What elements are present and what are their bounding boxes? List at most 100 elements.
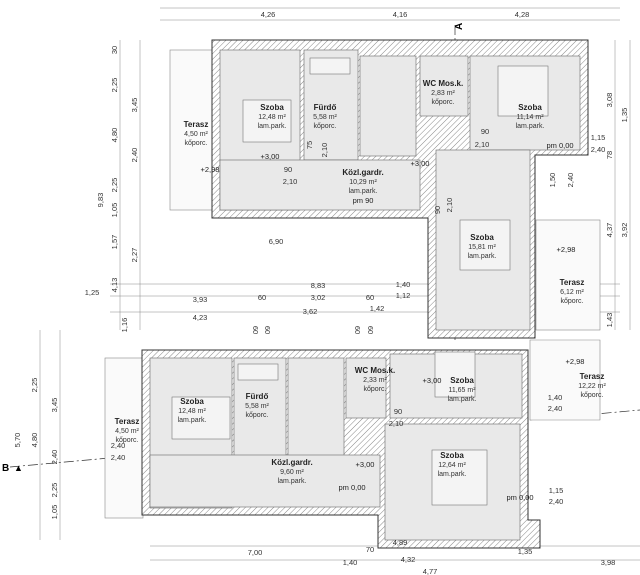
svg-text:Terasz: Terasz: [560, 278, 585, 287]
svg-text:2,25: 2,25: [110, 78, 119, 93]
svg-text:2,40: 2,40: [111, 441, 126, 450]
room-label: Szoba 12,48 m² lam.park.: [258, 103, 287, 130]
svg-text:WC Mos.k.: WC Mos.k.: [423, 79, 463, 88]
room-label: Terasz 12,22 m² kőporc.: [578, 372, 606, 399]
right-dimensions: 3,08 1,35 78 3,92 4,37 1,43 1,15 2,40: [591, 93, 629, 328]
svg-text:2,40: 2,40: [566, 173, 575, 188]
svg-text:4,80: 4,80: [110, 128, 119, 143]
dimension-label: 1,35: [518, 547, 533, 556]
svg-text:78: 78: [605, 151, 614, 159]
room-label: Szoba 15,81 m² lam.park.: [468, 233, 497, 260]
dimension-label: 4,26: [261, 10, 276, 19]
svg-text:1,50: 1,50: [548, 173, 557, 188]
svg-text:10,29 m²: 10,29 m²: [349, 179, 377, 186]
svg-text:12,48 m²: 12,48 m²: [258, 114, 286, 121]
svg-text:kőporc.: kőporc.: [364, 386, 387, 393]
svg-text:4,80: 4,80: [30, 433, 39, 448]
svg-text:Terasz: Terasz: [184, 120, 209, 129]
svg-text:2,40: 2,40: [50, 450, 59, 465]
dimension-label: 4,23: [193, 313, 208, 322]
svg-text:Szoba: Szoba: [260, 103, 284, 112]
svg-text:2,83 m²: 2,83 m²: [431, 90, 455, 97]
svg-text:Szoba: Szoba: [470, 233, 494, 242]
dimension-label: 7,00: [248, 548, 263, 557]
dimension-label: 60: [366, 293, 374, 302]
svg-text:lam.park.: lam.park.: [448, 396, 477, 403]
dimension-label: 4,89: [393, 538, 408, 547]
room-label: Szoba 11,65 m² lam.park.: [448, 376, 477, 403]
dimension-label: 70: [366, 545, 374, 554]
terrace-right-bottom: [529, 339, 601, 421]
svg-text:2,40: 2,40: [130, 148, 139, 163]
svg-text:Szoba: Szoba: [450, 376, 474, 385]
marker-arrow-icon: ▲: [14, 463, 23, 473]
svg-text:2,10: 2,10: [445, 198, 454, 213]
dimension-label: 4,32: [401, 555, 416, 564]
svg-text:4,50 m²: 4,50 m²: [115, 428, 139, 435]
room-label: Fürdő 5,58 m² kőporc.: [245, 392, 269, 419]
level-mark: +2,98: [557, 245, 576, 254]
terrace-left-top: [169, 49, 213, 211]
left-dimensions: 30 2,25 3,45 4,80 9,83 2,40 2,25 1,05 1,…: [13, 46, 139, 519]
svg-text:12,22 m²: 12,22 m²: [578, 383, 606, 390]
svg-text:Szoba: Szoba: [518, 103, 542, 112]
svg-text:2,40: 2,40: [549, 497, 564, 506]
svg-text:12,48 m²: 12,48 m²: [178, 408, 206, 415]
svg-text:90: 90: [433, 206, 442, 214]
svg-text:6,12 m²: 6,12 m²: [560, 289, 584, 296]
svg-text:3,45: 3,45: [50, 398, 59, 413]
level-mark: +3,00: [423, 376, 442, 385]
svg-text:kőporc.: kőporc.: [185, 140, 208, 147]
dimension-label: 1,12: [396, 291, 411, 300]
room-label: Közl.gardr. 10,29 m² lam.park. pm 90: [342, 168, 383, 205]
svg-text:Szoba: Szoba: [180, 397, 204, 406]
svg-text:Terasz: Terasz: [115, 417, 140, 426]
svg-text:2,40: 2,40: [111, 453, 126, 462]
svg-text:11,14 m²: 11,14 m²: [516, 114, 544, 121]
svg-text:1,40: 1,40: [548, 393, 563, 402]
dimension-label: 1,25: [85, 288, 100, 297]
section-marker-b: B: [2, 463, 9, 474]
room-label: WC Mos.k. 2,33 m² kőporc.: [355, 366, 395, 393]
dimension-label: 3,93: [193, 295, 208, 304]
svg-text:90: 90: [284, 165, 292, 174]
svg-text:lam.park.: lam.park.: [468, 253, 497, 260]
dimension-label: 3,62: [303, 307, 318, 316]
svg-text:12,64 m²: 12,64 m²: [438, 462, 466, 469]
svg-text:Fürdő: Fürdő: [246, 392, 269, 401]
svg-text:4,37: 4,37: [605, 223, 614, 238]
dimension-label: 1,40: [396, 280, 411, 289]
level-mark: +3,00: [356, 460, 375, 469]
svg-text:1,15: 1,15: [549, 486, 564, 495]
svg-text:Terasz: Terasz: [580, 372, 605, 381]
svg-text:9,83: 9,83: [96, 193, 105, 208]
dimension-label: 3,02: [311, 293, 326, 302]
svg-text:kőporc.: kőporc.: [246, 412, 269, 419]
room-label: Szoba 12,48 m² lam.park.: [178, 397, 207, 424]
dimension-label: 8,83: [311, 281, 326, 290]
svg-text:Fürdő: Fürdő: [314, 103, 337, 112]
svg-text:75: 75: [305, 141, 314, 149]
room-label: Szoba 11,14 m² lam.park.: [516, 103, 545, 130]
dimension-label: 60: [258, 293, 266, 302]
svg-text:2,33 m²: 2,33 m²: [363, 377, 387, 384]
svg-text:3,92: 3,92: [620, 223, 629, 238]
svg-text:2,40: 2,40: [548, 404, 563, 413]
bottom-unit: [104, 339, 601, 549]
svg-text:lam.park.: lam.park.: [349, 188, 378, 195]
terrace-right-top: [535, 219, 601, 331]
svg-text:1,05: 1,05: [110, 203, 119, 218]
dimension-label: 60: [263, 326, 272, 334]
dimension-label: 1,40: [343, 558, 358, 567]
dimension-label: 60: [366, 326, 375, 334]
svg-text:kőporc.: kőporc.: [581, 392, 604, 399]
svg-text:1,57: 1,57: [110, 235, 119, 250]
dimension-label: 60: [251, 326, 260, 334]
svg-text:2,10: 2,10: [475, 140, 490, 149]
section-marker-a: A: [454, 23, 465, 30]
dimension-label: 60: [353, 326, 362, 334]
dimension-label: 6,90: [269, 237, 284, 246]
svg-text:30: 30: [110, 46, 119, 54]
svg-text:kőporc.: kőporc.: [432, 99, 455, 106]
